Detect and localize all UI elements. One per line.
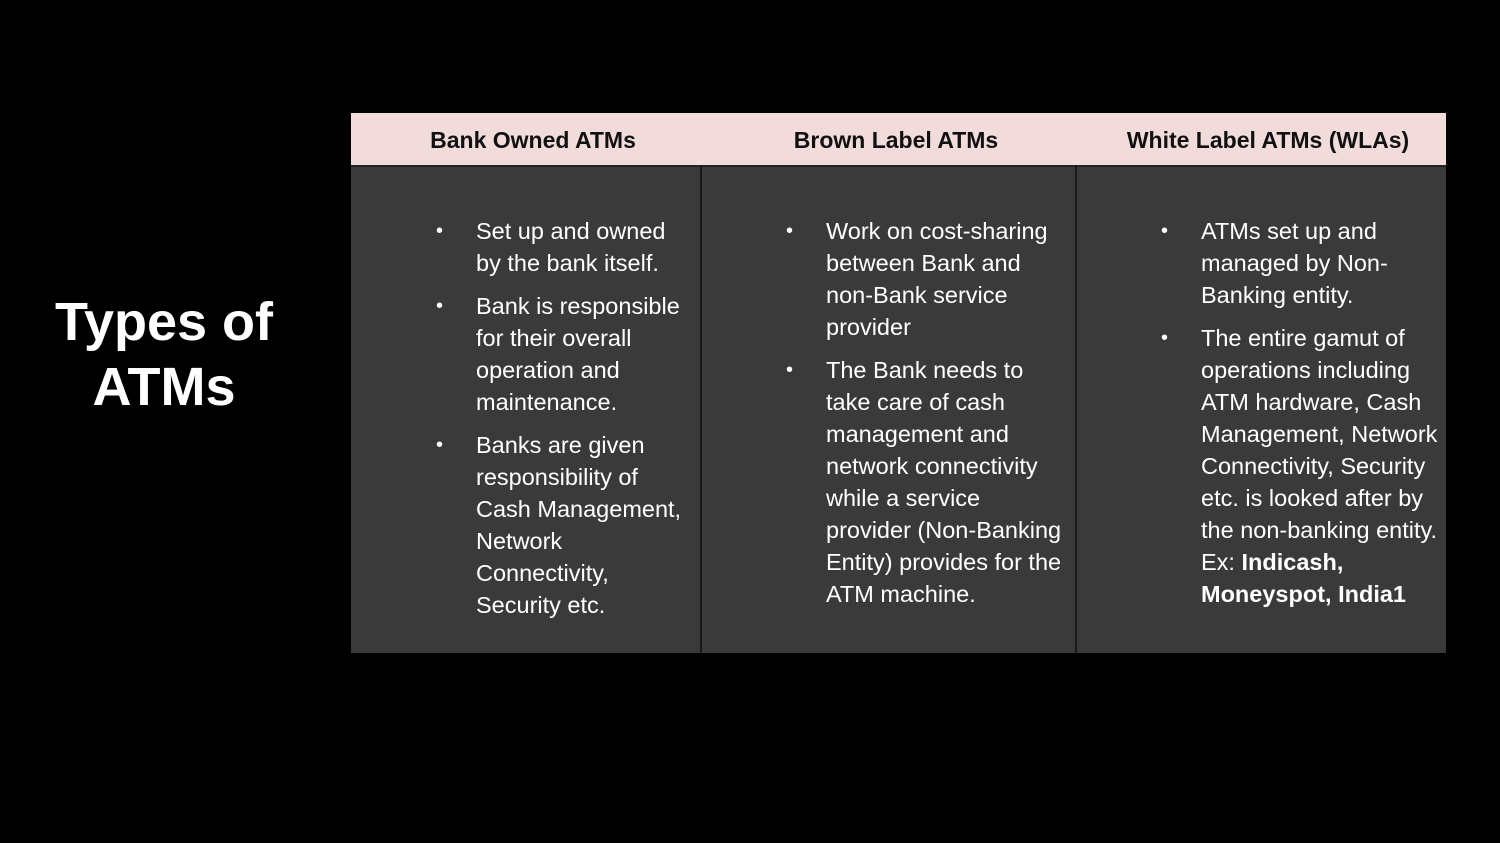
bullet-text: The Bank needs to take care of cash mana…: [826, 357, 1062, 607]
column-divider: [1075, 165, 1077, 653]
bullet-list: • Set up and owned by the bank itself. •…: [436, 215, 696, 621]
bullet-item: • Banks are given responsibility of Cash…: [436, 429, 696, 621]
column-white-label: • ATMs set up and managed by Non-Banking…: [1161, 215, 1441, 621]
bullet-icon: •: [786, 220, 794, 242]
column-divider: [700, 165, 702, 653]
bullet-text: Set up and owned by the bank itself.: [476, 218, 666, 276]
bullet-icon: •: [436, 434, 444, 456]
bullet-icon: •: [436, 295, 444, 317]
bullet-text: ATMs set up and managed by Non-Banking e…: [1201, 218, 1388, 308]
bullet-list: • Work on cost-sharing between Bank and …: [786, 215, 1066, 610]
column-brown-label: • Work on cost-sharing between Bank and …: [786, 215, 1066, 621]
bullet-item: • Work on cost-sharing between Bank and …: [786, 215, 1066, 343]
bullet-icon: •: [436, 220, 444, 242]
bullet-icon: •: [786, 359, 794, 381]
bullet-item: • Bank is responsible for their overall …: [436, 290, 696, 418]
bullet-text: Work on cost-sharing between Bank and no…: [826, 218, 1048, 340]
column-bank-owned: • Set up and owned by the bank itself. •…: [436, 215, 696, 632]
table-header-row: Bank Owned ATMs Brown Label ATMs White L…: [351, 113, 1446, 165]
header-brown-label: Brown Label ATMs: [793, 127, 999, 153]
bullet-item: • The entire gamut of operations includi…: [1161, 322, 1441, 610]
example-names: Indicash, Moneyspot, India1: [1201, 549, 1406, 607]
bullet-text: Banks are given responsibility of Cash M…: [476, 432, 682, 618]
bullet-text: Bank is responsible for their overall op…: [476, 293, 680, 415]
slide-title: Types of ATMs: [30, 290, 298, 420]
atm-types-table: Bank Owned ATMs Brown Label ATMs White L…: [351, 113, 1446, 653]
bullet-icon: •: [1161, 327, 1169, 349]
bullet-list: • ATMs set up and managed by Non-Banking…: [1161, 215, 1441, 610]
bullet-item: • Set up and owned by the bank itself.: [436, 215, 696, 279]
bullet-item: • ATMs set up and managed by Non-Banking…: [1161, 215, 1441, 311]
table-body-row: [351, 165, 1446, 653]
header-bank-owned: Bank Owned ATMs: [430, 127, 636, 153]
bullet-item: • The Bank needs to take care of cash ma…: [786, 354, 1066, 610]
bullet-icon: •: [1161, 220, 1169, 242]
header-white-label: White Label ATMs (WLAs): [1126, 127, 1410, 153]
slide-title-line-1: Types of: [54, 292, 274, 352]
slide-title-line-2: ATMs: [92, 357, 236, 417]
bullet-text: The entire gamut of operations including…: [1201, 325, 1438, 575]
